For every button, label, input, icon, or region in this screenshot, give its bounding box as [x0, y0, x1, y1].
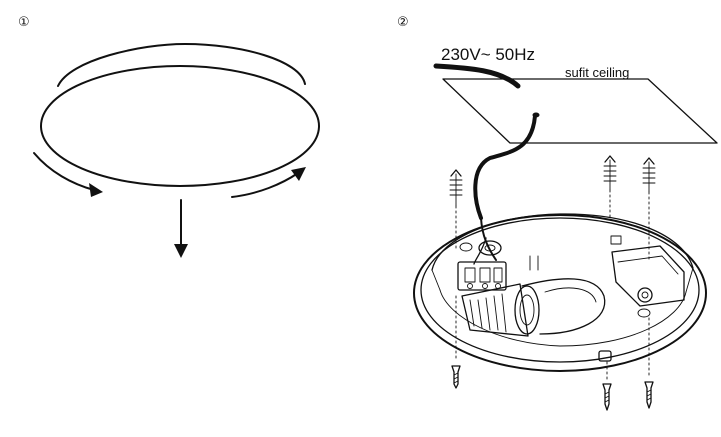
mains-cable-top: [433, 63, 521, 89]
mount-hole-right: [637, 308, 651, 318]
cable-grommet-icon: [478, 240, 502, 256]
rotation-arrow-left-icon: [33, 152, 103, 197]
step-1-number: ①: [18, 15, 30, 30]
driver-box-icon: [611, 245, 685, 307]
wall-plug-left-icon: [449, 169, 463, 251]
step-1-panel: ①: [18, 15, 320, 258]
step-2-number: ②: [397, 15, 409, 30]
screw-left-icon: [451, 295, 461, 389]
down-arrow-icon: [174, 199, 188, 258]
ceiling-plane: [442, 78, 718, 144]
step-2-panel: ② 230V~ 50Hz sufit ceiling: [397, 15, 718, 411]
wall-plug-right-icon: [642, 157, 656, 263]
voltage-label: 230V~ 50Hz: [441, 45, 535, 64]
retaining-clip: [598, 350, 612, 362]
mains-cable-bottom: [473, 114, 537, 220]
terminal-block-icon: [457, 217, 507, 291]
ceiling-label: sufit ceiling: [565, 65, 629, 80]
mount-hole-left: [459, 242, 473, 252]
lamp-socket-icon: [461, 278, 606, 337]
lamp-base: [413, 213, 707, 372]
tray-clip: [610, 235, 622, 245]
screw-right-icon: [644, 317, 654, 409]
screw-middle-icon: [602, 361, 612, 411]
wall-plug-middle-icon: [603, 155, 617, 221]
rotation-arrow-right-icon: [231, 167, 306, 198]
lamp-shade-icon: [40, 43, 320, 187]
